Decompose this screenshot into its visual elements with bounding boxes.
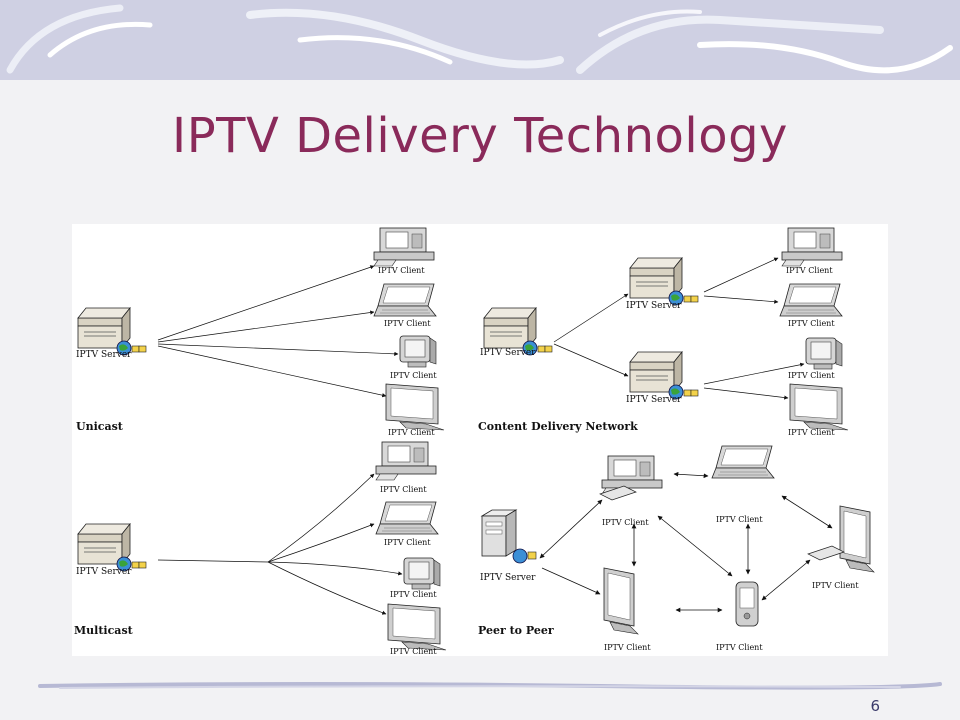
tv-client-icon xyxy=(805,337,843,370)
multicast-branch-arrow xyxy=(267,523,375,563)
quadrant-label-cdn: Content Delivery Network xyxy=(478,420,638,433)
server-label: IPTV Server xyxy=(480,573,536,583)
client-label: IPTV Client xyxy=(390,647,437,656)
multicast-trunk-line xyxy=(157,559,269,563)
server-label: IPTV Server xyxy=(626,395,682,405)
quadrant-label-p2p: Peer to Peer xyxy=(478,624,554,637)
unicast-stream-arrow xyxy=(157,265,375,341)
unicast-stream-arrow xyxy=(157,310,375,343)
globe-icon xyxy=(512,548,528,564)
quadrant-label-multicast: Multicast xyxy=(74,624,134,637)
tv-client-icon xyxy=(399,335,437,368)
server-label: IPTV Server xyxy=(626,301,682,311)
client-label: IPTV Client xyxy=(716,643,763,652)
client-label: IPTV Client xyxy=(602,518,649,527)
cdn-stream-arrow xyxy=(703,387,789,400)
iptv-delivery-diagram: IPTV Server IPTV Client IPTV Client IPTV… xyxy=(72,224,888,656)
flat-screen-peer-icon xyxy=(839,505,875,573)
desktop-client-icon xyxy=(373,227,435,267)
flat-screen-peer-icon xyxy=(603,567,639,635)
decorative-footer-line xyxy=(38,682,942,690)
server-label: IPTV Server xyxy=(76,567,132,577)
client-label: IPTV Client xyxy=(390,371,437,380)
tv-client-icon xyxy=(403,557,441,590)
flat-screen-client-icon xyxy=(789,383,849,431)
slide-title: IPTV Delivery Technology xyxy=(172,108,788,164)
cdn-edge-server-icon xyxy=(629,351,699,400)
p2p-quadrant: IPTV Server IPTV Client IPTV Client IPTV… xyxy=(478,445,875,652)
p2p-server-icon xyxy=(481,509,517,557)
client-label: IPTV Client xyxy=(384,319,431,328)
cdn-stream-arrow xyxy=(703,257,779,293)
desktop-client-icon xyxy=(781,227,843,267)
p2p-link-arrow xyxy=(657,515,733,577)
unicast-stream-arrow xyxy=(157,343,399,356)
unicast-stream-arrow xyxy=(157,345,387,398)
multicast-branch-arrow xyxy=(267,561,387,615)
multicast-branch-arrow xyxy=(267,561,403,576)
diagram-canvas: IPTV Server IPTV Client IPTV Client IPTV… xyxy=(74,227,875,656)
laptop-client-icon xyxy=(779,283,843,317)
quadrant-label-unicast: Unicast xyxy=(76,420,124,433)
decorative-header-band xyxy=(0,0,960,80)
p2p-link-arrow xyxy=(541,567,601,595)
p2p-link-arrow xyxy=(539,499,603,559)
client-label: IPTV Client xyxy=(384,538,431,547)
desktop-client-icon xyxy=(375,441,437,481)
client-label: IPTV Client xyxy=(604,643,651,652)
client-label: IPTV Client xyxy=(788,371,835,380)
multicast-server-icon xyxy=(77,523,147,572)
client-label: IPTV Client xyxy=(390,590,437,599)
cdn-stream-arrow xyxy=(553,293,629,343)
flat-screen-client-icon xyxy=(387,603,447,651)
client-label: IPTV Client xyxy=(812,581,859,590)
laptop-client-icon xyxy=(373,283,437,317)
client-label: IPTV Client xyxy=(378,266,425,275)
unicast-quadrant: IPTV Server IPTV Client IPTV Client IPTV… xyxy=(76,227,445,437)
laptop-client-icon xyxy=(375,501,439,535)
client-label: IPTV Client xyxy=(380,485,427,494)
cdn-quadrant: IPTV Server IPTV Server IPTV Server IPTV… xyxy=(478,227,849,437)
cdn-stream-arrow xyxy=(703,362,805,385)
cdn-stream-arrow xyxy=(703,295,779,304)
cdn-edge-server-icon xyxy=(629,257,699,306)
client-label: IPTV Client xyxy=(388,428,435,437)
multicast-branch-arrow xyxy=(267,473,375,563)
keyboard-icon xyxy=(807,545,845,561)
laptop-peer-icon xyxy=(711,445,775,479)
server-label: IPTV Server xyxy=(76,350,132,360)
p2p-link-arrow xyxy=(761,559,811,601)
page-number: 6 xyxy=(870,697,880,715)
desktop-peer-icon xyxy=(601,455,663,495)
unicast-server-icon xyxy=(77,307,147,356)
p2p-link-arrow xyxy=(673,471,709,479)
connector-icon xyxy=(527,551,537,560)
client-label: IPTV Client xyxy=(786,266,833,275)
p2p-link-arrow xyxy=(781,495,833,529)
multicast-quadrant: IPTV Server IPTV Client IPTV Client IPTV… xyxy=(74,441,447,656)
client-label: IPTV Client xyxy=(716,515,763,524)
flat-screen-client-icon xyxy=(385,383,445,431)
client-label: IPTV Client xyxy=(788,319,835,328)
server-label: IPTV Server xyxy=(480,348,536,358)
cdn-stream-arrow xyxy=(553,343,629,377)
pda-peer-icon xyxy=(735,581,759,627)
client-label: IPTV Client xyxy=(788,428,835,437)
